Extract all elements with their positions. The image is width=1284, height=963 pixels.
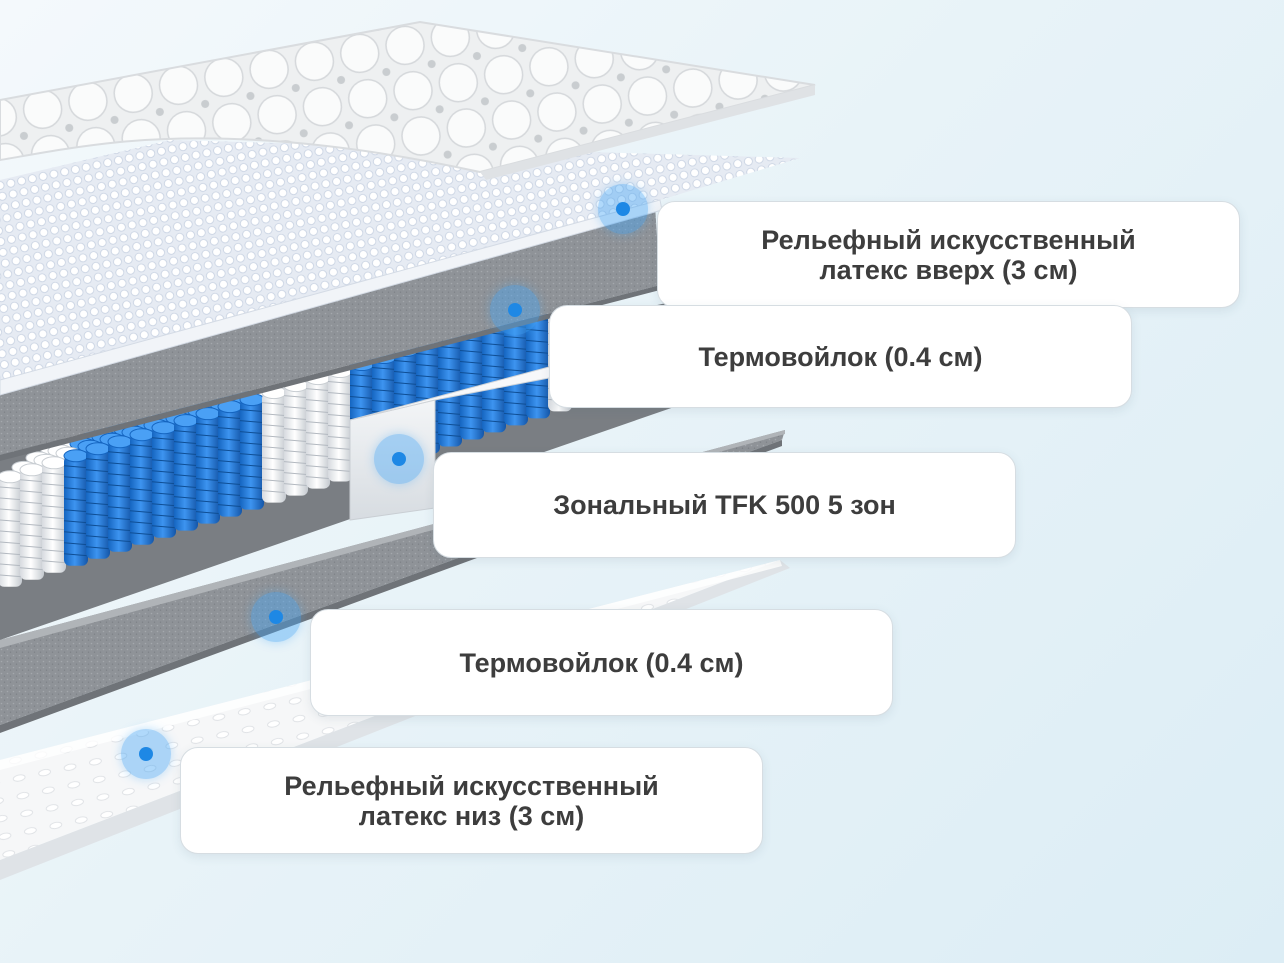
callout-label: Термовойлок (0.4 см) (459, 648, 743, 678)
pocket-spring-blue (196, 408, 220, 524)
pocket-spring-blue (152, 422, 176, 538)
pocket-spring-blue (108, 436, 132, 552)
callout-label: Рельефный искусственный латекс низ (3 см… (284, 771, 658, 831)
callout-latex-top: Рельефный искусственный латекс вверх (3 … (657, 201, 1240, 308)
callout-latex-bottom: Рельефный искусственный латекс низ (3 см… (180, 747, 763, 854)
pocket-spring-white (284, 380, 308, 496)
pocket-spring-blue (438, 330, 462, 446)
pocket-spring-white (20, 464, 44, 580)
pocket-spring-blue (218, 401, 242, 517)
marker-latex-top[interactable] (598, 184, 648, 234)
callout-label: Рельефный искусственный латекс вверх (3 … (761, 225, 1135, 285)
pocket-spring-blue (240, 394, 264, 510)
pocket-spring-white (0, 471, 22, 587)
pocket-spring-white (328, 366, 352, 482)
marker-felt-top[interactable] (490, 285, 540, 335)
pocket-spring-blue (86, 443, 110, 559)
callout-felt-bottom: Термовойлок (0.4 см) (310, 609, 893, 716)
pocket-spring-white (42, 457, 66, 573)
callout-felt-top: Термовойлок (0.4 см) (549, 305, 1132, 408)
callout-springs: Зональный TFK 500 5 зон (433, 452, 1016, 558)
pocket-spring-blue (174, 415, 198, 531)
pocket-spring-white (262, 387, 286, 503)
pocket-spring-white (306, 373, 330, 489)
callout-label: Термовойлок (0.4 см) (698, 342, 982, 372)
marker-latex-bottom[interactable] (121, 729, 171, 779)
marker-felt-bottom[interactable] (251, 592, 301, 642)
pocket-spring-blue (64, 450, 88, 566)
callout-label: Зональный TFK 500 5 зон (553, 490, 896, 520)
pocket-spring-blue (130, 429, 154, 545)
marker-springs[interactable] (374, 434, 424, 484)
